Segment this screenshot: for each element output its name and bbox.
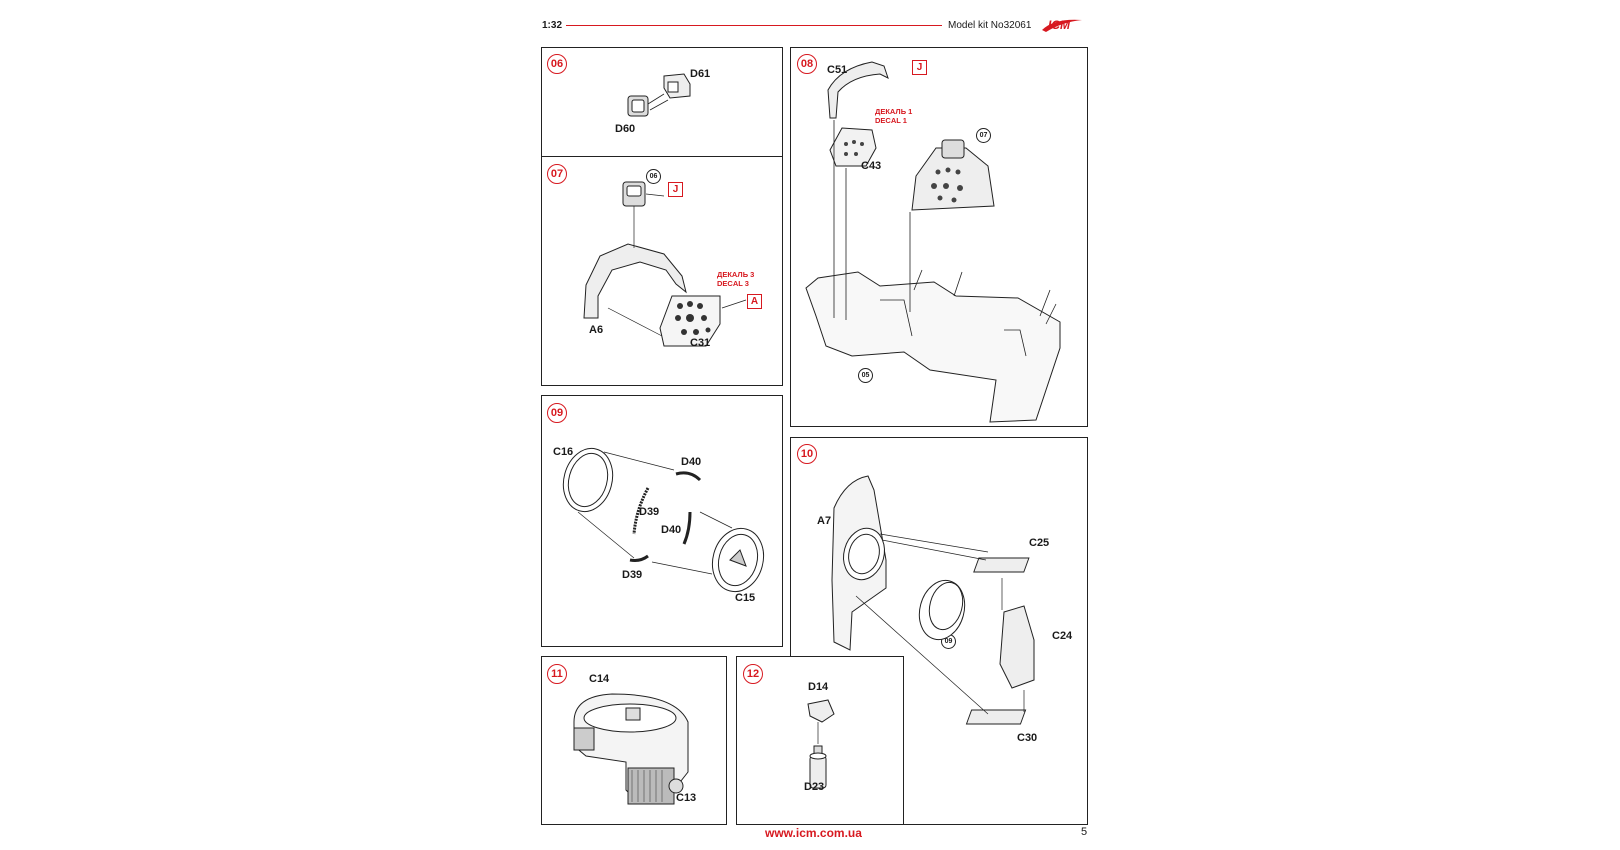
- part-d23: D23: [804, 781, 825, 793]
- step-08-number: 08: [797, 54, 817, 74]
- part-d61: D61: [690, 68, 711, 80]
- part-c14: C14: [589, 673, 610, 685]
- part-c15: C15: [735, 592, 756, 604]
- step-12-number: 12: [743, 664, 763, 684]
- step-06-number: 06: [547, 54, 567, 74]
- kit-number: Model kit No32061: [948, 20, 1032, 31]
- footer-url[interactable]: www.icm.com.ua: [765, 826, 862, 840]
- step-07-ref-06: 06: [646, 169, 661, 184]
- step-08-ref-07: 07: [976, 128, 991, 143]
- step-07-panel: [541, 156, 783, 386]
- part-c30: C30: [1017, 732, 1038, 744]
- decal-ru: ДЕКАЛЬ 3: [717, 270, 755, 279]
- part-c31: C31: [690, 337, 711, 349]
- decal-en: DECAL 3: [717, 279, 749, 288]
- part-c24: C24: [1052, 630, 1073, 642]
- step-07-box-j: J: [668, 182, 683, 197]
- step-08-ref-05: 05: [858, 368, 873, 383]
- step-10-number: 10: [797, 444, 817, 464]
- part-c51: C51: [827, 64, 848, 76]
- step-08-box-j: J: [912, 60, 927, 75]
- step-07-decal: ДЕКАЛЬ 3 DECAL 3: [717, 270, 754, 288]
- part-d60: D60: [615, 123, 636, 135]
- step-08-decal: ДЕКАЛЬ 1 DECAL 1: [875, 107, 912, 125]
- part-d39-upper: D39: [639, 506, 660, 518]
- part-a7: A7: [817, 515, 832, 527]
- part-d39-lower: D39: [622, 569, 643, 581]
- part-c43: C43: [861, 160, 882, 172]
- part-a6: A6: [589, 324, 604, 336]
- page-number: 5: [1081, 826, 1088, 838]
- logo-text: ICM: [1048, 18, 1071, 32]
- step-07-box-a: A: [747, 294, 762, 309]
- icm-logo: ICM: [1040, 14, 1084, 38]
- part-d40-lower: D40: [661, 524, 682, 536]
- step-09-number: 09: [547, 403, 567, 423]
- part-d14: D14: [808, 681, 829, 693]
- step-12-panel: [736, 656, 904, 825]
- step-11-number: 11: [547, 664, 567, 684]
- step-09-panel: [541, 395, 783, 647]
- part-c16: C16: [553, 446, 574, 458]
- part-c25: C25: [1029, 537, 1050, 549]
- header-rule: [566, 25, 942, 26]
- scale-label: 1:32: [542, 20, 563, 31]
- part-d40-upper: D40: [681, 456, 702, 468]
- step-07-number: 07: [547, 164, 567, 184]
- decal-en: DECAL 1: [875, 116, 907, 125]
- decal-ru: ДЕКАЛЬ 1: [875, 107, 913, 116]
- part-c13: C13: [676, 792, 697, 804]
- step-06-panel: [541, 47, 783, 157]
